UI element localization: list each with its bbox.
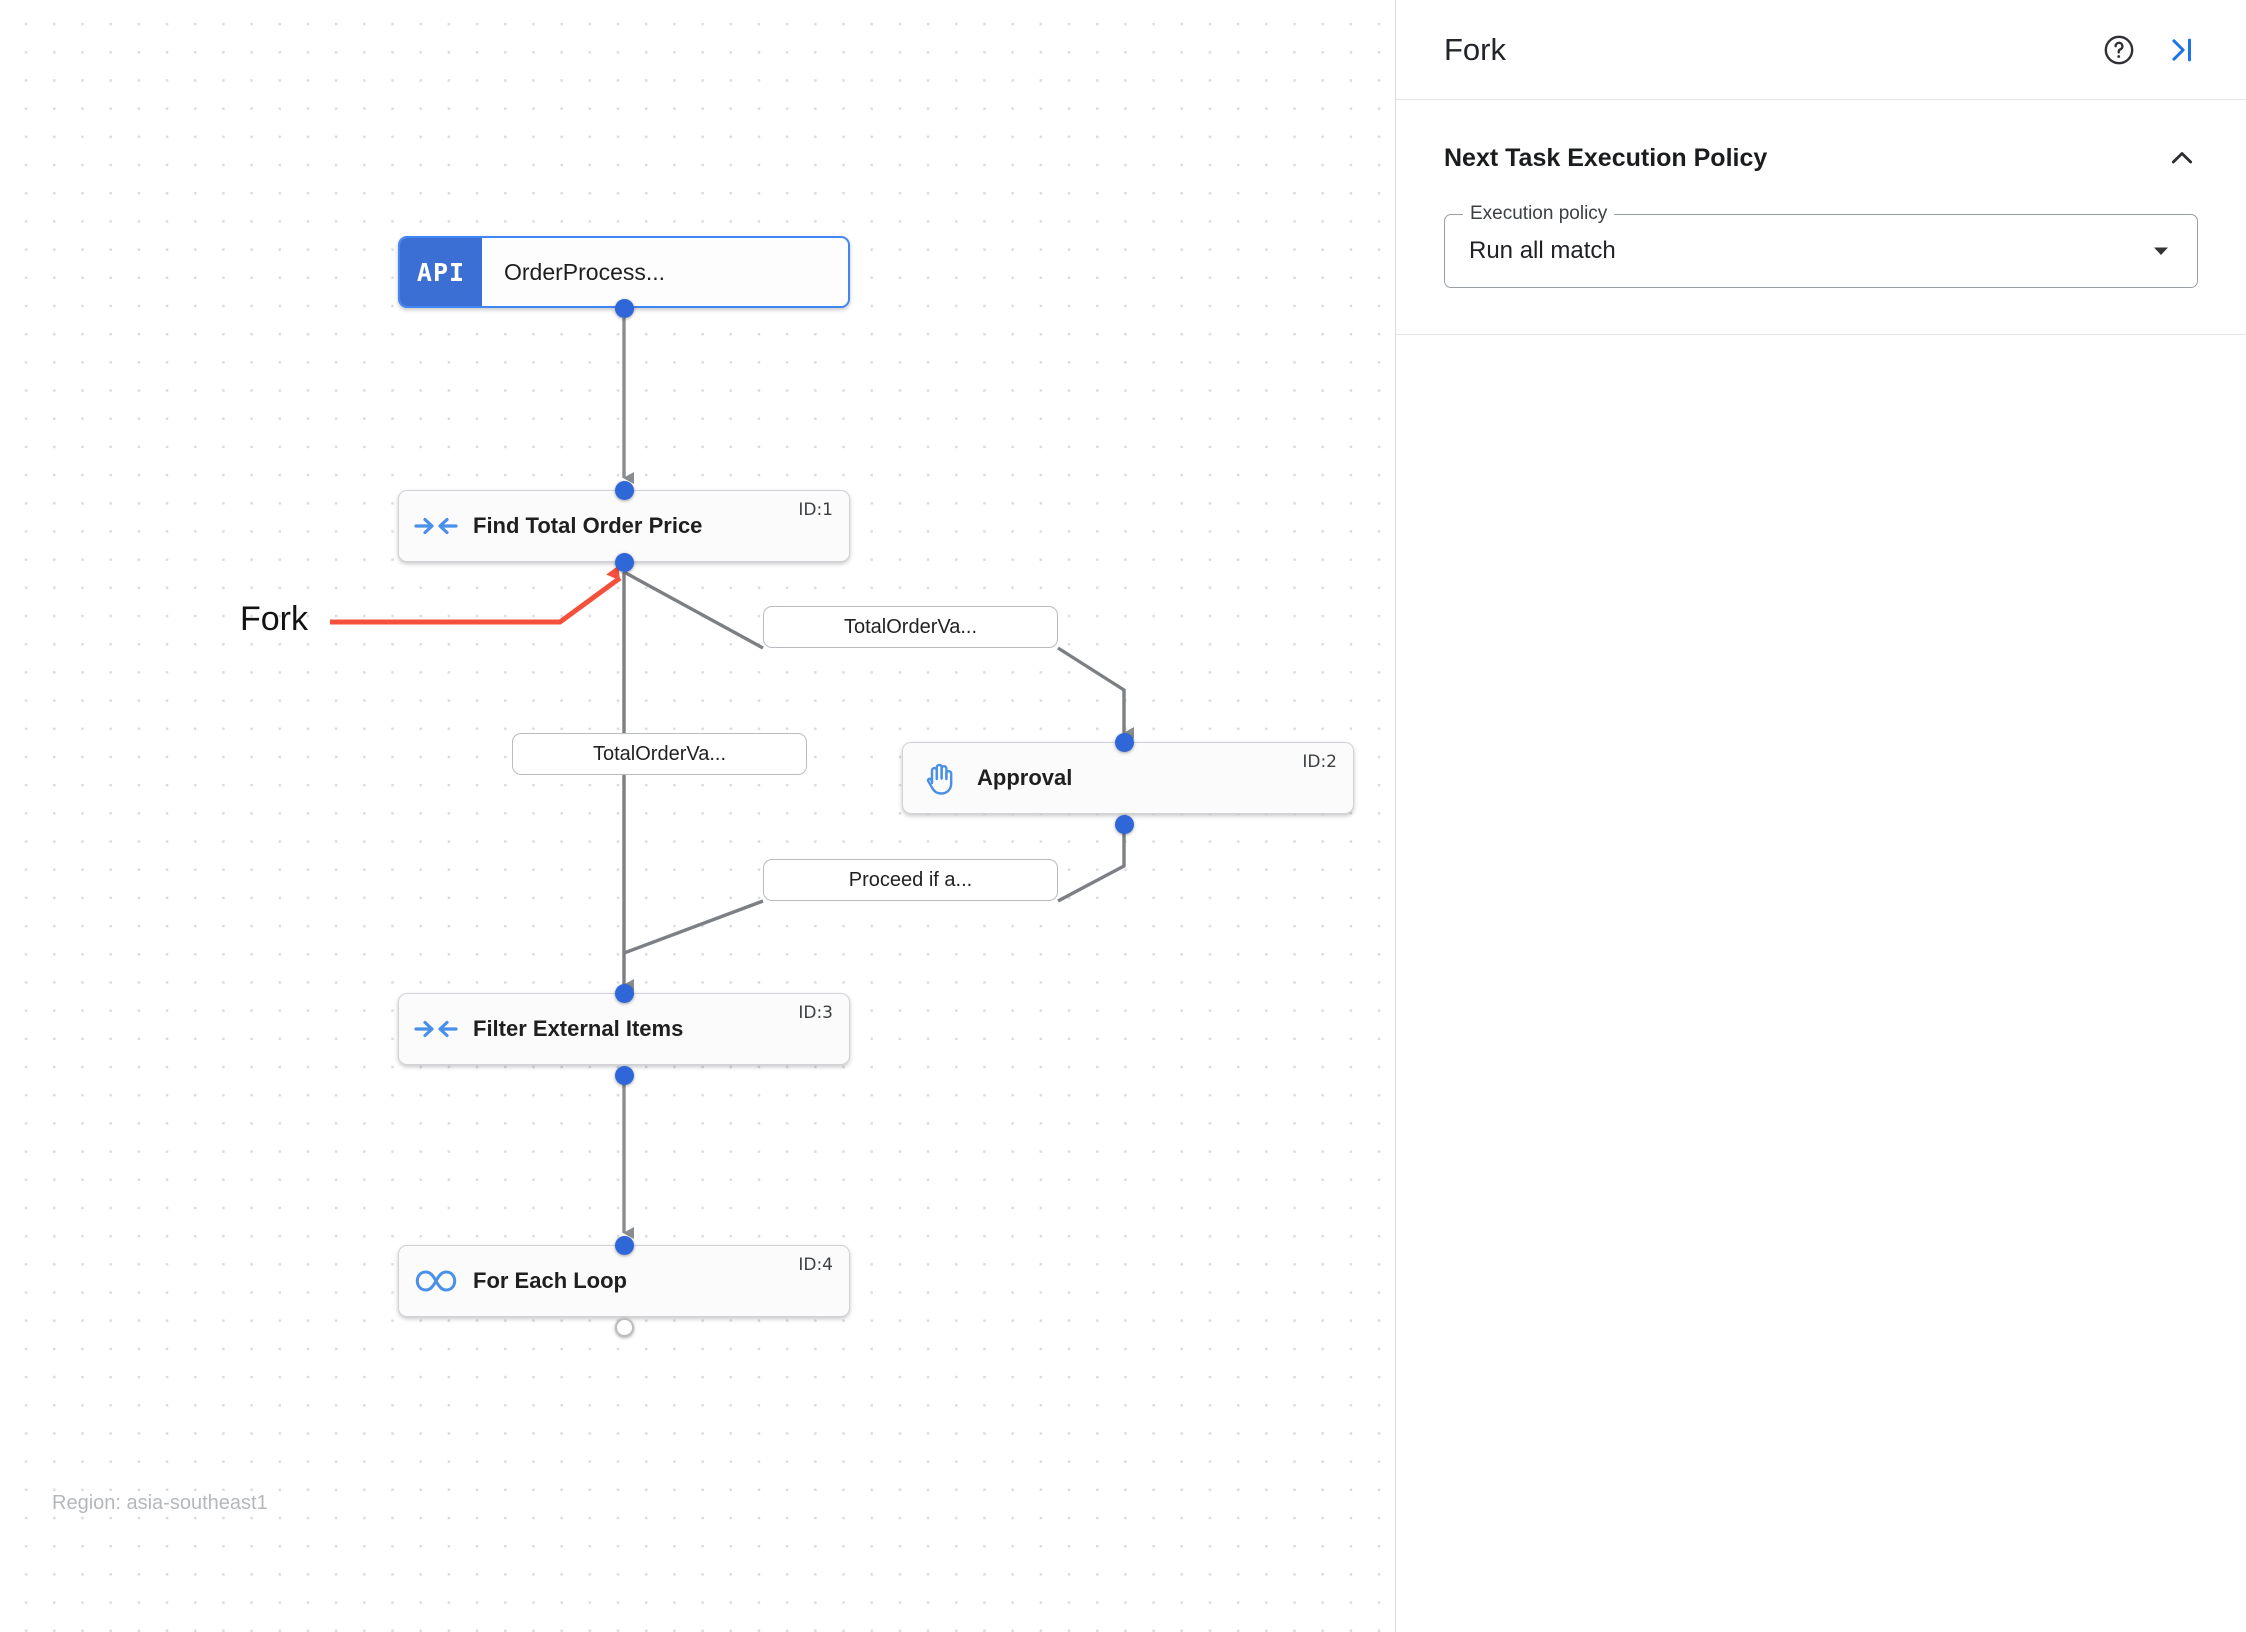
next-task-execution-policy-section: Next Task Execution Policy Execution pol… bbox=[1396, 100, 2246, 335]
dropdown-arrow-icon[interactable] bbox=[2149, 239, 2173, 263]
help-circle-icon[interactable] bbox=[2096, 27, 2142, 73]
node-for-each-loop[interactable]: For Each Loop ID:4 bbox=[398, 1245, 850, 1317]
execution-policy-value: Run all match bbox=[1469, 237, 1616, 264]
edge-label-text: Proceed if a... bbox=[848, 868, 973, 891]
collapse-right-icon[interactable] bbox=[2158, 27, 2204, 73]
node-output-handle[interactable] bbox=[615, 299, 634, 318]
node-input-handle[interactable] bbox=[1115, 733, 1134, 752]
panel-header: Fork bbox=[1396, 0, 2246, 100]
node-input-handle[interactable] bbox=[615, 984, 634, 1003]
node-id-label: ID:3 bbox=[798, 1003, 833, 1023]
region-label: Region: asia-southeast1 bbox=[52, 1492, 268, 1514]
node-fork-output-handle[interactable] bbox=[615, 553, 634, 572]
node-title: OrderProcess... bbox=[504, 258, 666, 285]
node-order-process[interactable]: API OrderProcess... bbox=[398, 236, 850, 308]
properties-panel: Fork Next Task Execution Policy bbox=[1396, 0, 2246, 1632]
hand-icon bbox=[903, 759, 977, 797]
execution-policy-label: Execution policy bbox=[1463, 203, 1615, 225]
edge-label-total-order-value-down[interactable]: TotalOrderVa... bbox=[512, 733, 807, 775]
node-output-handle[interactable] bbox=[1115, 815, 1134, 834]
data-merge-icon bbox=[399, 1015, 473, 1043]
api-icon: API bbox=[400, 238, 482, 306]
infinity-icon bbox=[399, 1268, 473, 1294]
node-title: Find Total Order Price bbox=[473, 513, 703, 538]
node-id-label: ID:2 bbox=[1302, 752, 1337, 772]
section-title: Next Task Execution Policy bbox=[1444, 143, 1768, 172]
node-output-handle[interactable] bbox=[615, 1318, 634, 1337]
node-id-label: ID:1 bbox=[798, 500, 833, 520]
node-approval[interactable]: Approval ID:2 bbox=[902, 742, 1354, 814]
fork-annotation-label: Fork bbox=[240, 600, 308, 638]
node-title: Approval bbox=[977, 765, 1073, 790]
execution-policy-field: Execution policy Run all match bbox=[1444, 203, 2198, 288]
section-header[interactable]: Next Task Execution Policy bbox=[1444, 142, 2198, 174]
node-find-total-order-price[interactable]: Find Total Order Price ID:1 bbox=[398, 490, 850, 562]
node-output-handle[interactable] bbox=[615, 1066, 634, 1085]
panel-title: Fork bbox=[1444, 31, 1506, 67]
node-input-handle[interactable] bbox=[615, 481, 634, 500]
chevron-up-icon[interactable] bbox=[2166, 142, 2198, 174]
node-title: Filter External Items bbox=[473, 1016, 684, 1041]
node-id-label: ID:4 bbox=[798, 1255, 833, 1275]
edge-label-text: TotalOrderVa... bbox=[592, 742, 727, 765]
edge-label-total-order-value-right[interactable]: TotalOrderVa... bbox=[763, 606, 1058, 648]
edge-label-text: TotalOrderVa... bbox=[843, 615, 978, 638]
node-input-handle[interactable] bbox=[615, 1236, 634, 1255]
flow-canvas[interactable]: API OrderProcess... Find Total Order Pri… bbox=[0, 0, 1396, 1632]
execution-policy-select[interactable]: Execution policy Run all match bbox=[1444, 203, 2198, 288]
node-filter-external-items[interactable]: Filter External Items ID:3 bbox=[398, 993, 850, 1065]
node-title: For Each Loop bbox=[473, 1268, 627, 1293]
data-merge-icon bbox=[399, 512, 473, 540]
edge-label-proceed-if-approved[interactable]: Proceed if a... bbox=[763, 859, 1058, 901]
